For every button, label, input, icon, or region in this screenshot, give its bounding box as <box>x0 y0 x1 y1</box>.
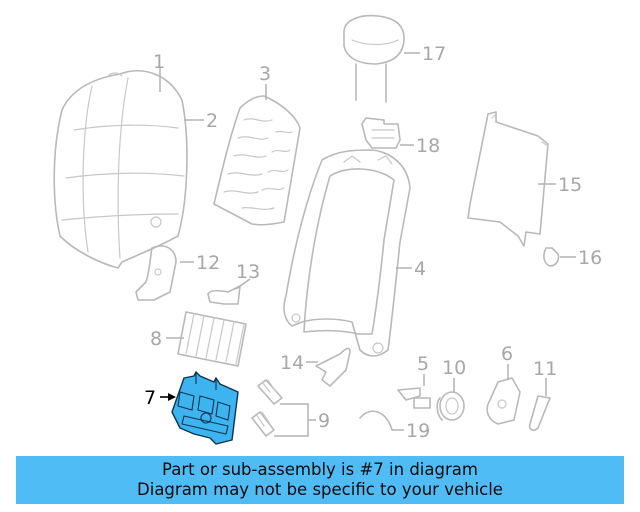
part-5-bolt <box>397 387 431 409</box>
part-11-trim-strip <box>528 395 551 431</box>
part-17-headrest <box>343 14 405 103</box>
part-12-side-bracket <box>135 245 177 301</box>
callout-6: 6 <box>501 343 513 365</box>
callout-15: 15 <box>558 174 582 196</box>
callout-9: 9 <box>318 410 330 432</box>
callout-10: 10 <box>442 357 466 379</box>
part-10-bushing <box>436 391 465 421</box>
callout-18: 18 <box>416 135 440 157</box>
callout-5: 5 <box>417 353 429 375</box>
part-6-recliner-cover <box>486 377 521 425</box>
part-4-seatback-frame <box>283 149 411 357</box>
callout-16: 16 <box>578 247 602 269</box>
callout-13: 13 <box>236 261 260 283</box>
part-3-seatback-pad <box>213 95 301 226</box>
part-8-lumbar-support <box>177 311 247 367</box>
part-19-wire <box>359 410 393 431</box>
part-18-headrest-guide <box>361 117 401 149</box>
part-15-back-panel <box>467 111 549 247</box>
callout-14: 14 <box>280 352 304 374</box>
callout-17: 17 <box>422 43 446 65</box>
part-2-seatback-cover <box>53 69 188 269</box>
part-14-hook-bracket <box>315 347 351 387</box>
callout-11: 11 <box>533 358 557 380</box>
callout-4: 4 <box>414 258 426 280</box>
parts-diagram: 1 2 3 17 18 15 12 13 4 16 8 14 5 10 6 11… <box>53 14 602 445</box>
callout-2: 2 <box>206 110 218 132</box>
info-banner: Part or sub-assembly is #7 in diagram Di… <box>16 456 624 504</box>
callout-7: 7 <box>144 387 156 409</box>
part-7-highlighted <box>171 371 239 445</box>
callout-19: 19 <box>406 420 430 442</box>
part-9-springs <box>251 379 283 437</box>
callout-1: 1 <box>153 51 165 73</box>
callout-3: 3 <box>259 63 271 85</box>
callout-12: 12 <box>196 252 220 274</box>
part-16-clip <box>543 247 560 267</box>
callout-8: 8 <box>150 328 162 350</box>
part-13-pin <box>207 285 241 305</box>
banner-line-1: Part or sub-assembly is #7 in diagram <box>162 460 478 479</box>
banner-line-2: Diagram may not be specific to your vehi… <box>137 480 503 499</box>
